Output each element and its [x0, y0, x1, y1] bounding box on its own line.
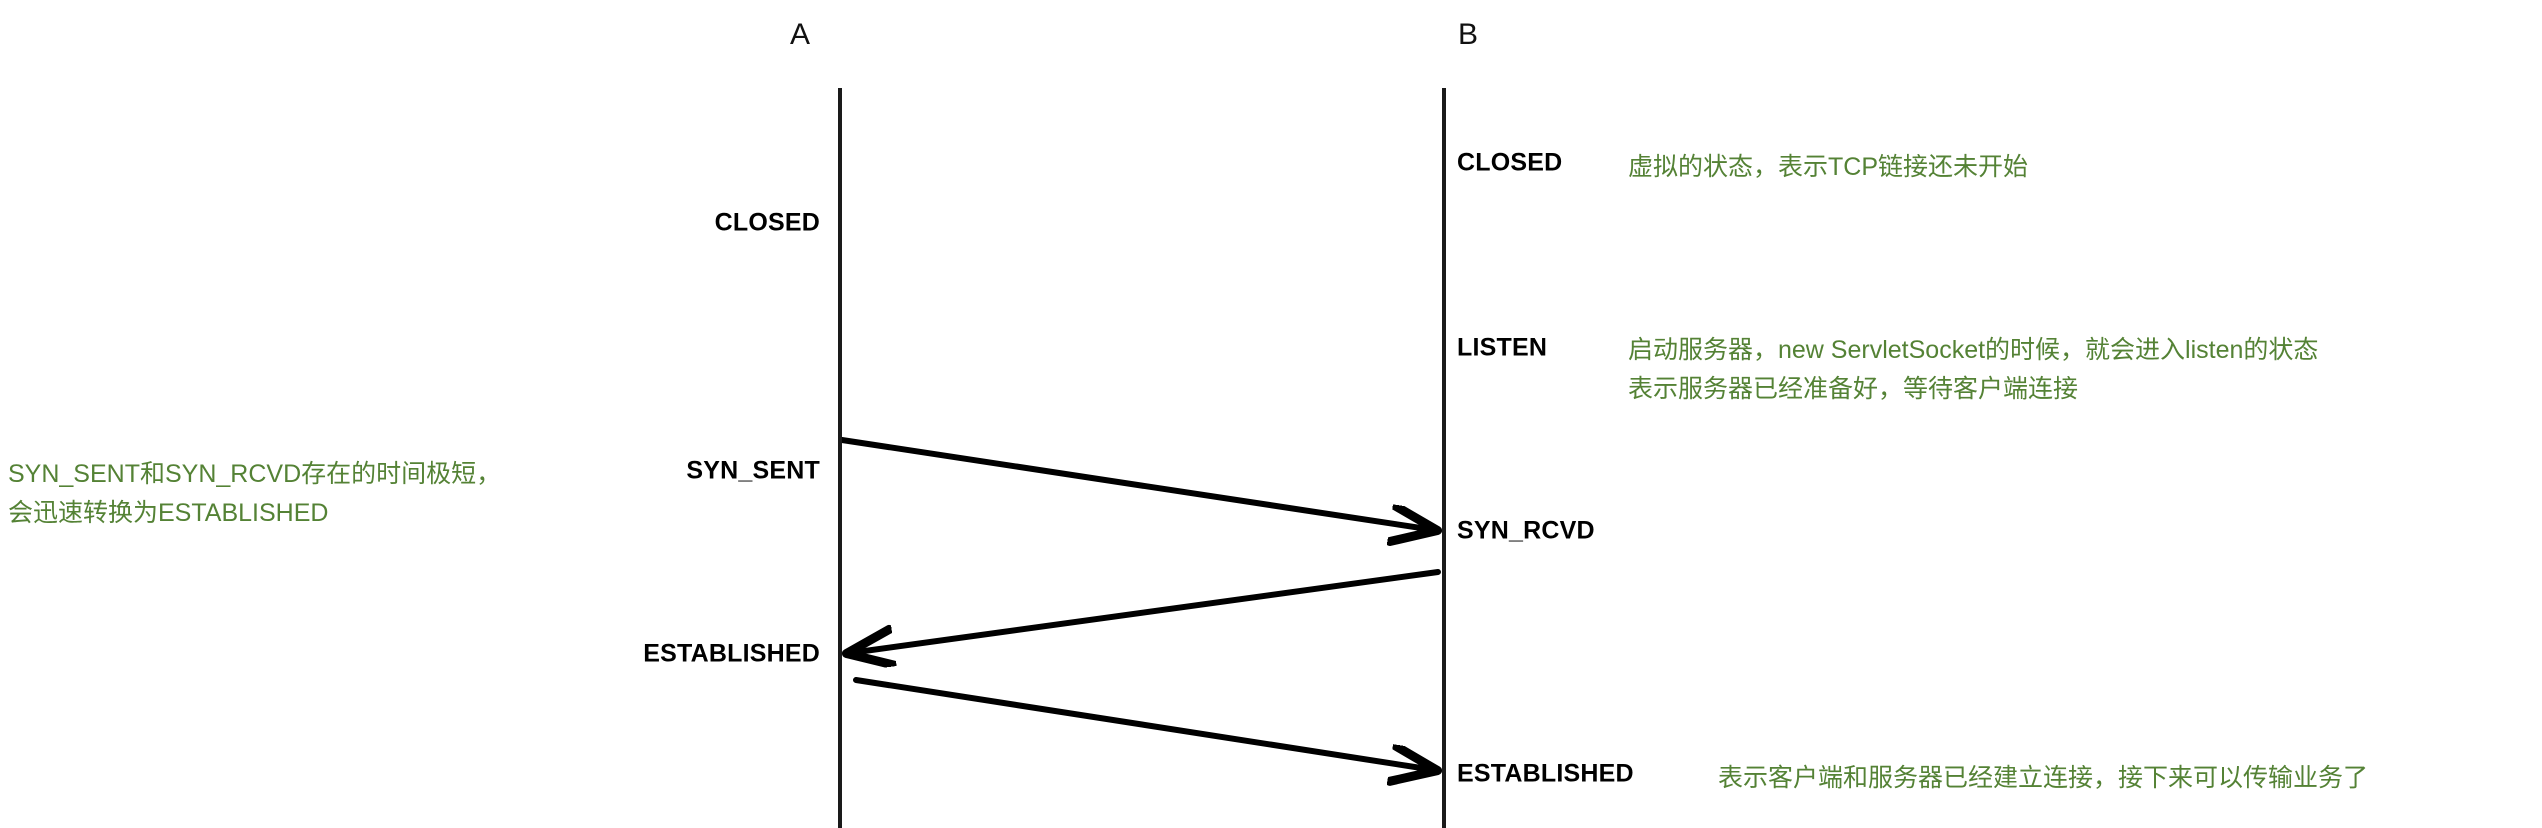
- state-label-b-listen: LISTEN: [1457, 333, 1548, 362]
- state-label-a-syn-sent: SYN_SENT: [686, 456, 820, 485]
- lifeline-a: [838, 88, 842, 828]
- message-arrow-syn: [839, 437, 1434, 530]
- participant-label-a: A: [790, 18, 811, 51]
- state-label-b-closed: CLOSED: [1457, 148, 1563, 177]
- state-label-b-syn-rcvd: SYN_RCVD: [1457, 516, 1595, 545]
- annotation-listen-state: 启动服务器，new ServletSocket的时候，就会进入listen的状态…: [1628, 336, 2319, 403]
- annotation-closed-state: 虚拟的状态，表示TCP链接还未开始: [1628, 153, 2029, 181]
- state-label-b-established: ESTABLISHED: [1457, 759, 1634, 788]
- message-arrow-syn-ack: [850, 569, 1441, 653]
- annotation-syn-states-duration: SYN_SENT和SYN_RCVD存在的时间极短， 会迅速转换为ESTABLIS…: [8, 460, 502, 527]
- state-label-a-established: ESTABLISHED: [643, 639, 820, 668]
- annotation-established-state: 表示客户端和服务器已经建立连接，接下来可以传输业务了: [1718, 764, 2369, 792]
- message-arrow-ack: [853, 677, 1434, 770]
- participant-label-b: B: [1458, 18, 1479, 51]
- state-label-a-closed: CLOSED: [714, 208, 820, 237]
- lifeline-b: [1442, 88, 1446, 828]
